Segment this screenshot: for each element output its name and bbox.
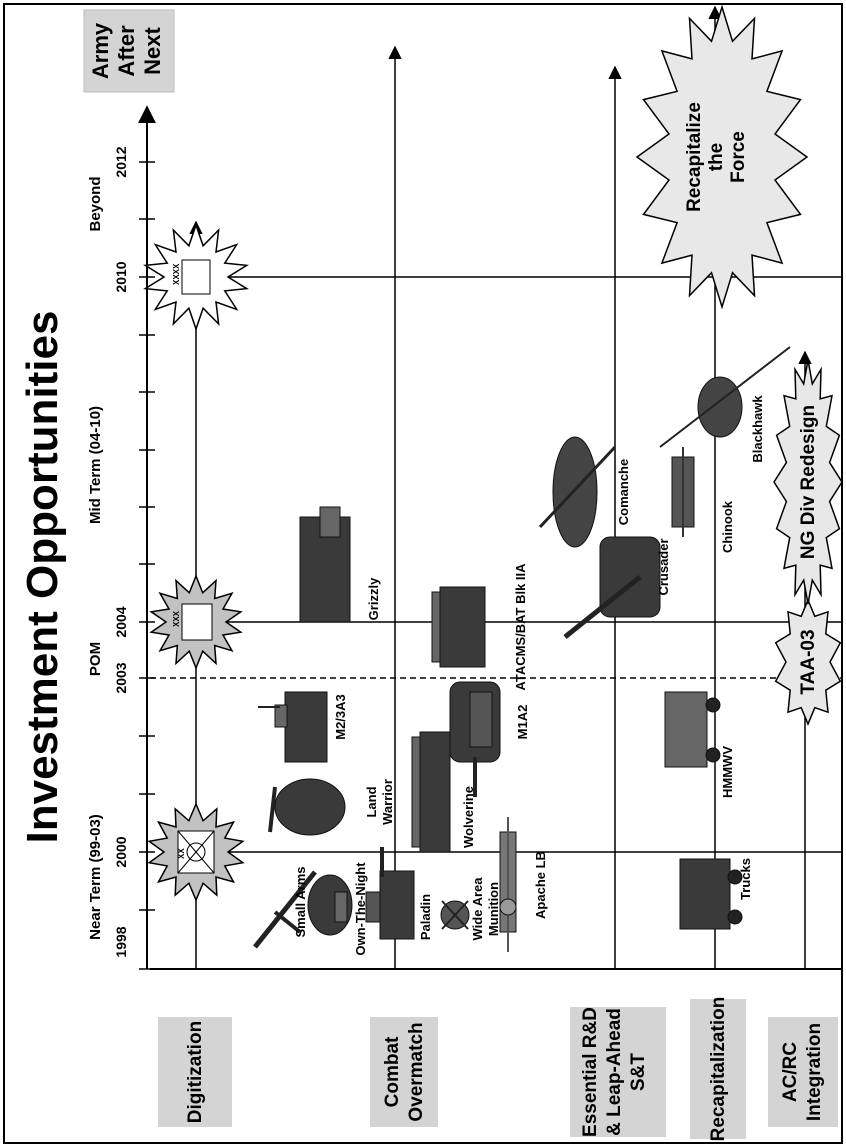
- ng-div-redesign-label: NG Div Redesign: [798, 405, 819, 559]
- marker-xxxx: XXXX: [172, 263, 181, 285]
- atacms-image: [432, 587, 485, 667]
- category-label: Digitization: [185, 1021, 206, 1123]
- category-essential-rd: Essential R&D & Leap-Ahead S&T: [570, 1007, 666, 1137]
- category-digitization: Digitization: [158, 1017, 232, 1127]
- grizzly-image: [300, 507, 350, 622]
- label-atacms: ATACMS/BAT Blk IIA: [513, 563, 528, 691]
- marker-xx: XX: [177, 848, 186, 859]
- category-label: Combat: [382, 1036, 403, 1107]
- army-after-next-line: Army: [88, 22, 113, 79]
- ng-div-redesign-burst: NG Div Redesign: [774, 360, 842, 604]
- apache-image: [500, 817, 516, 952]
- category-label: Essential R&D: [580, 1007, 601, 1137]
- army-after-next-line: After: [114, 25, 139, 77]
- year-label: 2010: [113, 261, 129, 292]
- label-blackhawk: Blackhawk: [750, 395, 765, 463]
- category-label: Integration: [804, 1023, 825, 1121]
- category-label: Recapitalization: [708, 997, 729, 1142]
- wolverine-image: [412, 732, 450, 852]
- label-trucks: Trucks: [738, 858, 753, 900]
- phase-beyond: Beyond: [87, 176, 104, 231]
- label-wide-area: Wide Area: [470, 877, 485, 941]
- label-small-arms: Small Arms: [293, 866, 308, 937]
- wide-area-munition-image: [441, 901, 469, 929]
- year-label: 2003: [113, 662, 129, 693]
- recapitalize-line: the: [706, 143, 727, 172]
- category-label: & Leap-Ahead: [604, 1008, 625, 1136]
- label-grizzly: Grizzly: [366, 577, 381, 620]
- label-warrior: Warrior: [380, 779, 395, 825]
- taa-03-label: TAA-03: [798, 629, 819, 694]
- label-crusader: Crusader: [656, 538, 671, 595]
- page-title: Investment Opportunities: [18, 311, 67, 844]
- label-paladin: Paladin: [418, 894, 433, 940]
- label-own-the-night: Own-The-Night: [353, 862, 368, 956]
- label-hmmwv: HMMWV: [720, 746, 735, 798]
- year-label: 2000: [113, 836, 129, 867]
- label-munition: Munition: [486, 882, 501, 936]
- category-label: Overmatch: [406, 1022, 427, 1121]
- chinook-image: [672, 447, 694, 537]
- label-land: Land: [364, 786, 379, 817]
- year-label: 2012: [113, 146, 129, 177]
- phase-near-term: Near Term (99-03): [87, 814, 104, 940]
- army-after-next-line: Next: [140, 26, 165, 74]
- category-label: AC/RC: [780, 1042, 801, 1102]
- recapitalize-line: Recapitalize: [684, 102, 705, 212]
- label-m2-3a3: M2/3A3: [333, 694, 348, 740]
- label-comanche: Comanche: [616, 459, 631, 525]
- phase-pom: POM: [87, 642, 104, 676]
- year-label: 1998: [113, 926, 129, 957]
- label-m1a2: M1A2: [515, 705, 530, 740]
- phase-mid-term: Mid Term (04-10): [87, 406, 104, 524]
- category-acrc-integration: AC/RC Integration: [768, 1017, 838, 1127]
- own-the-night-image: [308, 875, 352, 935]
- label-wolverine: Wolverine: [461, 786, 476, 848]
- category-recapitalization: Recapitalization: [690, 997, 746, 1142]
- marker-xxx: XXX: [172, 610, 181, 627]
- label-apache-lb: Apache LB: [533, 851, 548, 919]
- category-label: S&T: [628, 1053, 649, 1091]
- year-label: 2004: [113, 606, 129, 637]
- recapitalize-line: Force: [728, 131, 749, 183]
- recapitalize-burst: Recapitalize the Force: [637, 7, 807, 307]
- category-combat-overmatch: Combat Overmatch: [370, 1017, 438, 1127]
- label-chinook: Chinook: [720, 500, 735, 553]
